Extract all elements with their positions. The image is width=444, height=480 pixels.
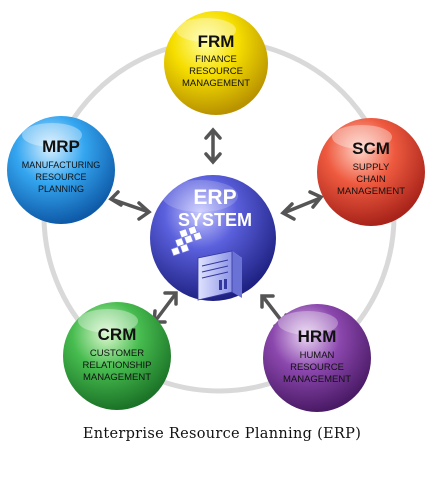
- hub-line2: SYSTEM: [178, 210, 252, 230]
- double-arrow-icon: [204, 127, 222, 165]
- node-scm: SCM SUPPLY CHAIN MANAGEMENT: [317, 118, 425, 226]
- frm-line1: FINANCE: [195, 54, 237, 65]
- hrm-line1: HUMAN: [300, 350, 335, 361]
- mrp-line1: MANUFACTURING: [22, 160, 101, 170]
- scm-line3: MANAGEMENT: [337, 186, 405, 197]
- frm-line3: MANAGEMENT: [182, 78, 250, 89]
- mrp-line2: RESOURCE: [35, 172, 86, 182]
- erp-system-hub: ERP SYSTEM: [150, 175, 276, 301]
- double-arrow-icon: [280, 190, 324, 221]
- mrp-abbr: MRP: [42, 137, 80, 156]
- crm-line3: MANAGEMENT: [83, 372, 151, 383]
- double-arrow-icon: [152, 291, 178, 324]
- frm-line2: RESOURCE: [189, 66, 243, 77]
- mrp-line3: PLANNING: [38, 184, 84, 194]
- scm-abbr: SCM: [352, 139, 390, 158]
- link-arrows: [108, 127, 324, 328]
- hrm-line3: MANAGEMENT: [283, 374, 351, 385]
- crm-line1: CUSTOMER: [90, 348, 144, 359]
- hub-line1: ERP: [193, 186, 236, 209]
- node-crm: CRM CUSTOMER RELATIONSHIP MANAGEMENT: [63, 302, 171, 410]
- server-tower-icon: [197, 250, 242, 301]
- frm-abbr: FRM: [198, 32, 235, 51]
- hrm-abbr: HRM: [298, 327, 337, 346]
- node-frm: FRM FINANCE RESOURCE MANAGEMENT: [164, 11, 268, 115]
- scm-line2: CHAIN: [356, 174, 386, 185]
- hrm-line2: RESOURCE: [290, 362, 344, 373]
- data-grid-icon: [170, 225, 203, 257]
- scm-line1: SUPPLY: [353, 162, 390, 173]
- node-hrm: HRM HUMAN RESOURCE MANAGEMENT: [263, 304, 371, 412]
- double-arrow-icon: [108, 190, 152, 221]
- node-mrp: MRP MANUFACTURING RESOURCE PLANNING: [7, 116, 115, 224]
- crm-abbr: CRM: [98, 325, 137, 344]
- diagram-caption: Enterprise Resource Planning (ERP): [82, 426, 362, 442]
- crm-line2: RELATIONSHIP: [83, 360, 152, 371]
